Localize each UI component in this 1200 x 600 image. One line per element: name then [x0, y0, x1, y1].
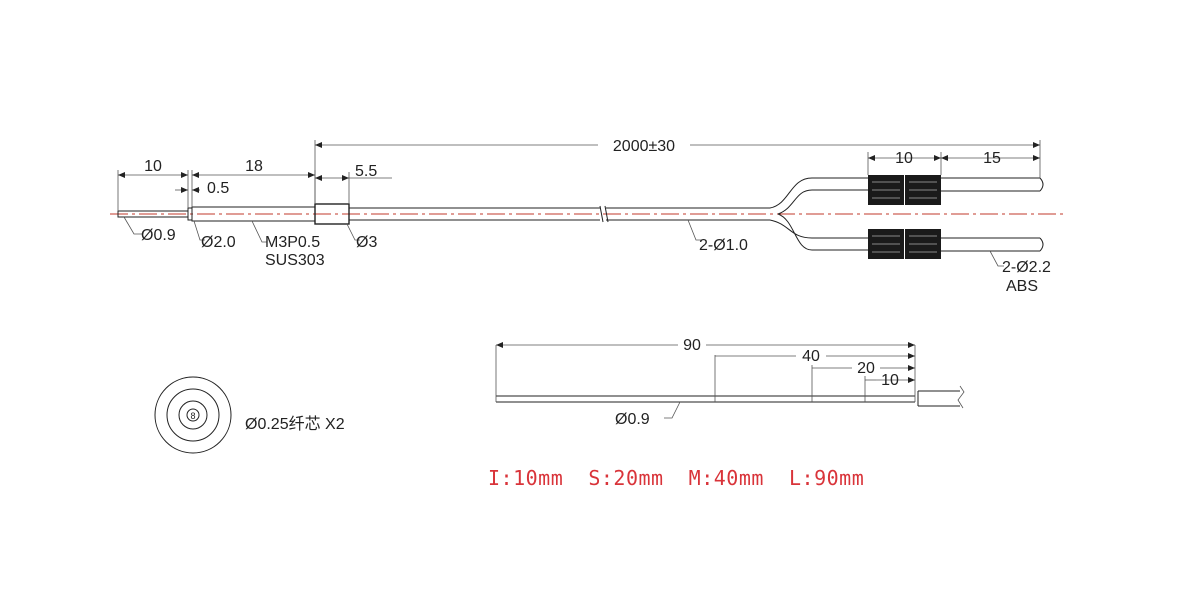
total-length-label: 2000±30 [613, 138, 675, 155]
collar-length-label: 5.5 [355, 163, 377, 180]
step-length-label: 0.5 [207, 180, 229, 197]
dimension-step-length: 0.5 [175, 180, 229, 197]
collar [314, 203, 350, 225]
tip-diameter-label: Ø0.9 [141, 227, 176, 244]
dimension-s-length: 20 [811, 360, 915, 402]
dimension-tip-length: 10 [117, 158, 189, 211]
callout-cable-spec: 2-Ø1.0 [687, 219, 748, 254]
dimension-m-length: 40 [714, 348, 915, 402]
cable-split-lower [769, 213, 868, 251]
cable-segment-left [349, 207, 600, 221]
connector-spec-label: 2-Ø2.2 [1002, 259, 1051, 276]
l-length-label: 90 [683, 337, 701, 354]
cable-segment-right [606, 207, 770, 221]
s-length-label: 20 [857, 360, 875, 377]
dimension-collar-length: 5.5 [315, 163, 392, 204]
connector-upper [868, 175, 1044, 205]
main-fiber-drawing: 2000±30 10 18 0.5 5.5 [110, 138, 1065, 295]
callout-probe-diameter: Ø0.9 [615, 401, 681, 428]
collar-diameter-label: Ø3 [356, 234, 377, 251]
callout-connector-spec: 2-Ø2.2 ABS [989, 250, 1051, 295]
callout-tip-diameter: Ø0.9 [123, 216, 176, 244]
dimension-cable-end-length: 15 [941, 150, 1040, 167]
cable-spec-label: 2-Ø1.0 [699, 237, 748, 254]
thread-spec-label: M3P0.5 [265, 234, 320, 251]
cross-section-center-mark: 8 [190, 411, 195, 421]
callout-thread-spec: M3P0.5 SUS303 [251, 220, 325, 269]
dimension-l-length: 90 [496, 337, 915, 354]
thread-diameter-label: Ø2.0 [201, 234, 236, 251]
probe-length-detail: 90 40 20 10 Ø0.9 [495, 337, 965, 428]
i-length-label: 10 [881, 372, 899, 389]
dimension-connector-length: 10 [867, 150, 942, 175]
cable-end-length-label: 15 [983, 150, 1001, 167]
cable-break-mark [599, 205, 609, 223]
connector-length-label: 10 [895, 150, 913, 167]
dimension-i-length: 10 [864, 372, 915, 402]
probe-diameter-label: Ø0.9 [615, 411, 650, 428]
material-label: SUS303 [265, 252, 325, 269]
tip-length-label: 10 [144, 158, 162, 175]
cable-split-upper [769, 177, 868, 215]
m-length-label: 40 [802, 348, 820, 365]
thread-length-label: 18 [245, 158, 263, 175]
length-legend: I:10mm S:20mm M:40mm L:90mm [488, 466, 864, 490]
connector-lower [868, 229, 1044, 259]
callout-thread-diameter: Ø2.0 [193, 220, 236, 251]
callout-collar-diameter: Ø3 [346, 223, 377, 251]
cross-section-view: 8 Ø0.25纤芯 X2 [154, 376, 345, 454]
connector-material-label: ABS [1006, 278, 1038, 295]
cross-section-label: Ø0.25纤芯 X2 [245, 415, 345, 433]
